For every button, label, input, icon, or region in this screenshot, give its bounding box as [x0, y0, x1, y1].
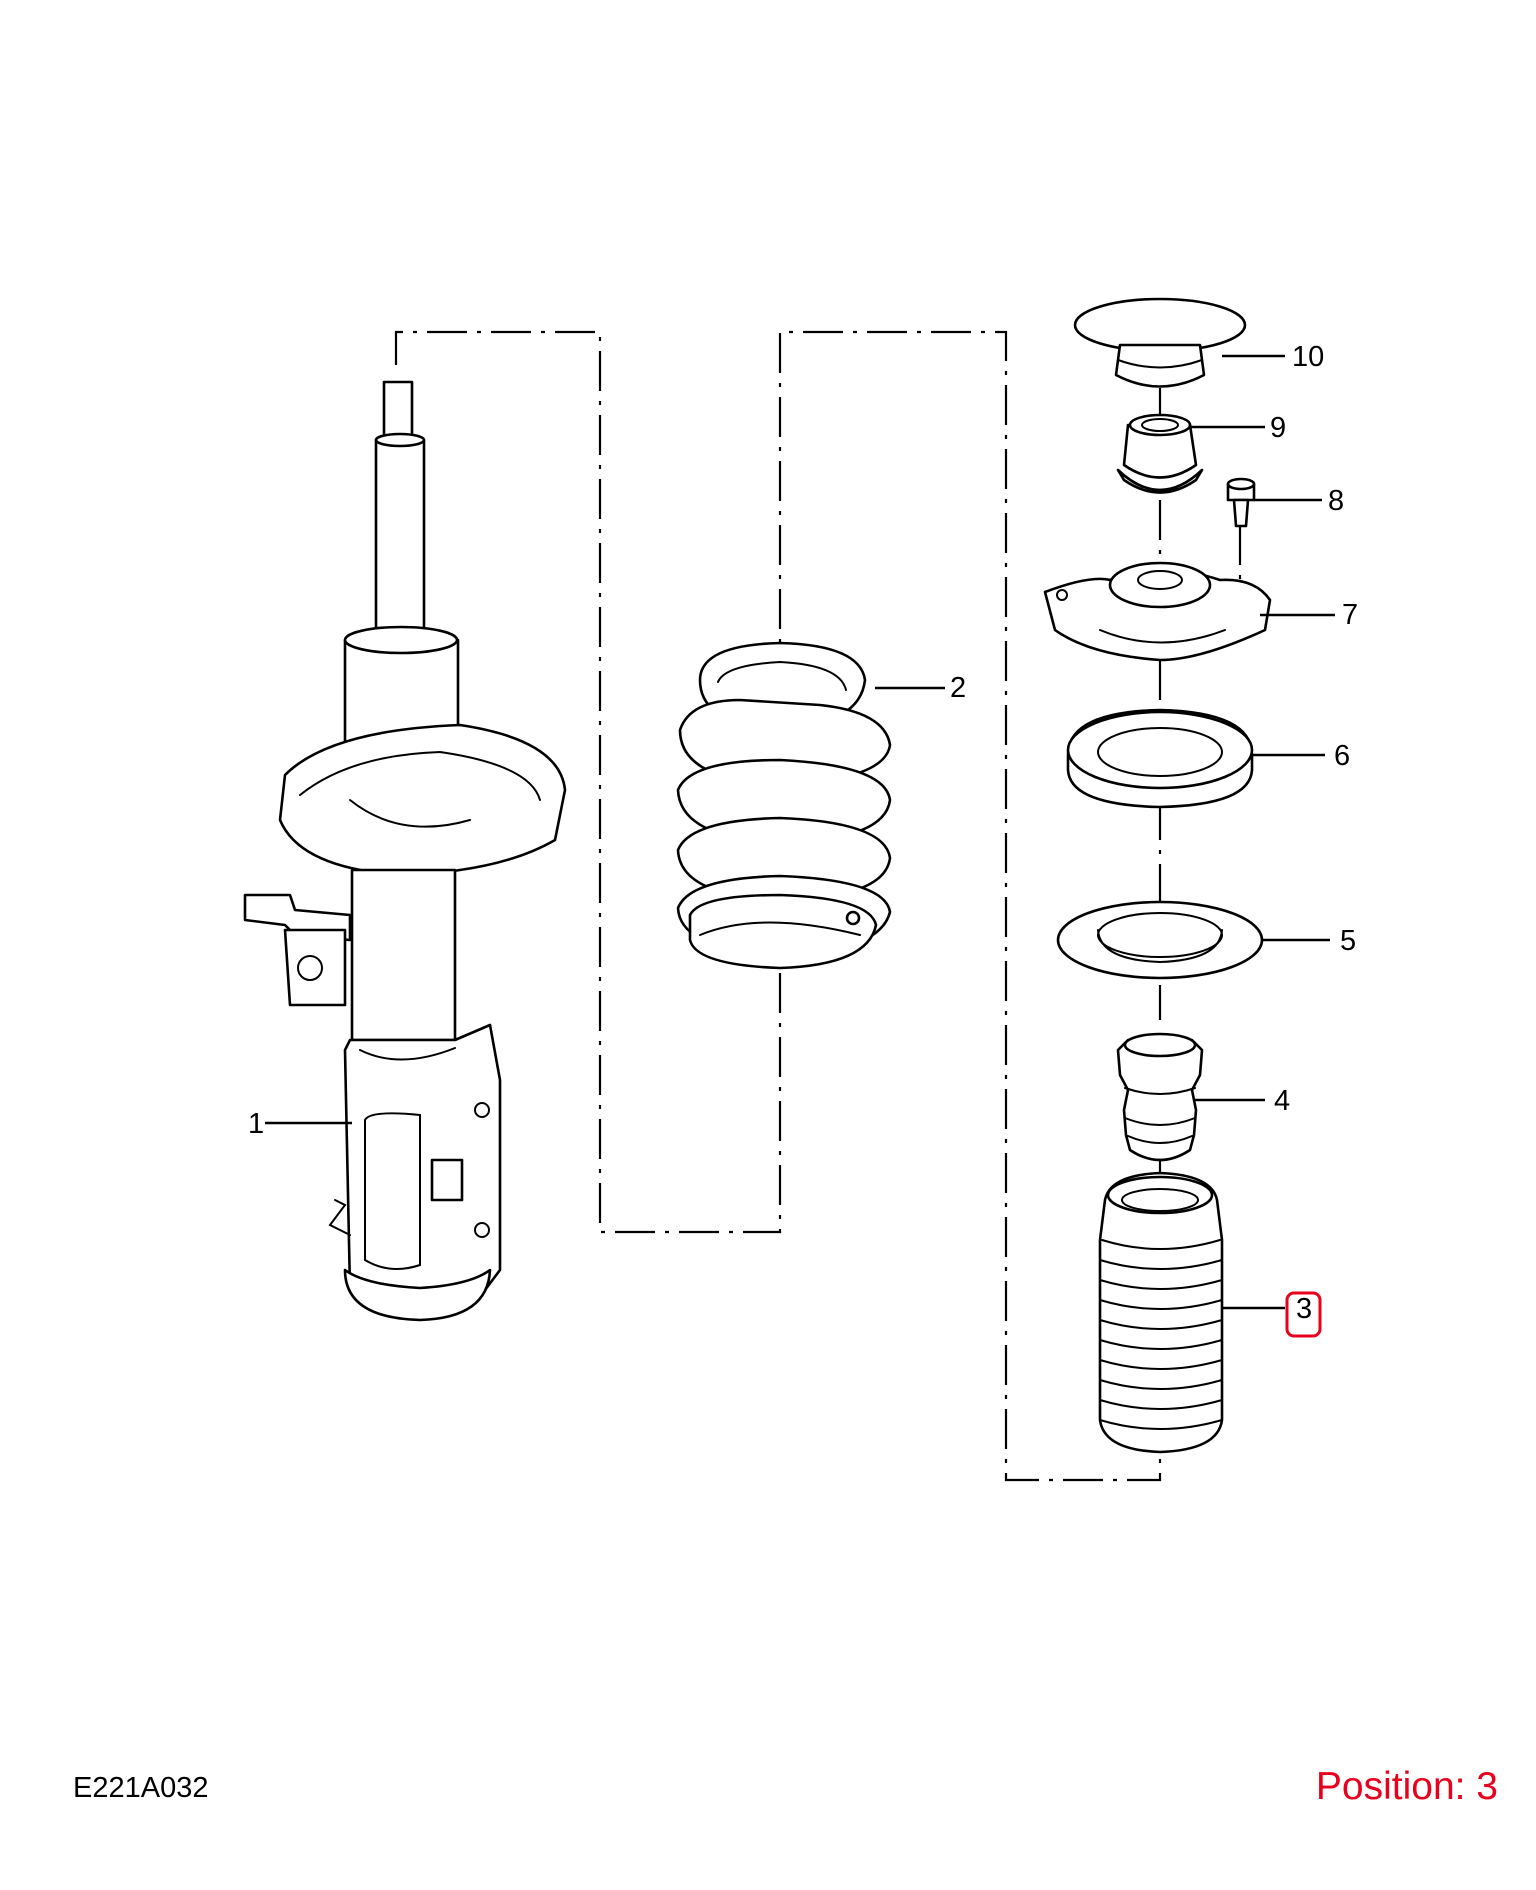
callout-9[interactable]: 9 — [1270, 412, 1286, 444]
callout-2[interactable]: 2 — [950, 672, 966, 704]
callout-6[interactable]: 6 — [1334, 740, 1350, 772]
callout-8[interactable]: 8 — [1328, 485, 1344, 517]
callout-1[interactable]: 1 — [248, 1108, 264, 1140]
strut-assembly-drawing — [243, 380, 567, 1322]
coil-spring-drawing — [676, 641, 892, 970]
callout-7[interactable]: 7 — [1342, 599, 1358, 631]
selected-callout-highlight — [1285, 1291, 1322, 1338]
position-indicator: Position: 3 — [1315, 1765, 1498, 1808]
callout-3[interactable]: 3 — [1296, 1293, 1312, 1325]
dust-boot-drawing — [1098, 1171, 1224, 1454]
callout-10[interactable]: 10 — [1292, 341, 1324, 373]
bump-stop-drawing — [1116, 1032, 1204, 1162]
bolt-drawing — [1226, 477, 1256, 528]
callout-labels: 1 2 3 4 5 6 7 8 9 10 — [248, 341, 1358, 1325]
callout-5[interactable]: 5 — [1340, 925, 1356, 957]
callout-4[interactable]: 4 — [1274, 1085, 1290, 1117]
strut-top-mount-drawing — [1043, 561, 1272, 662]
leader-lines — [265, 354, 1335, 1310]
bearing-drawing — [1066, 708, 1254, 809]
diagram-code: E221A032 — [73, 1772, 209, 1804]
nut-drawing — [1116, 413, 1204, 494]
spring-seat-drawing — [1056, 900, 1264, 980]
cap-drawing — [1073, 297, 1247, 388]
